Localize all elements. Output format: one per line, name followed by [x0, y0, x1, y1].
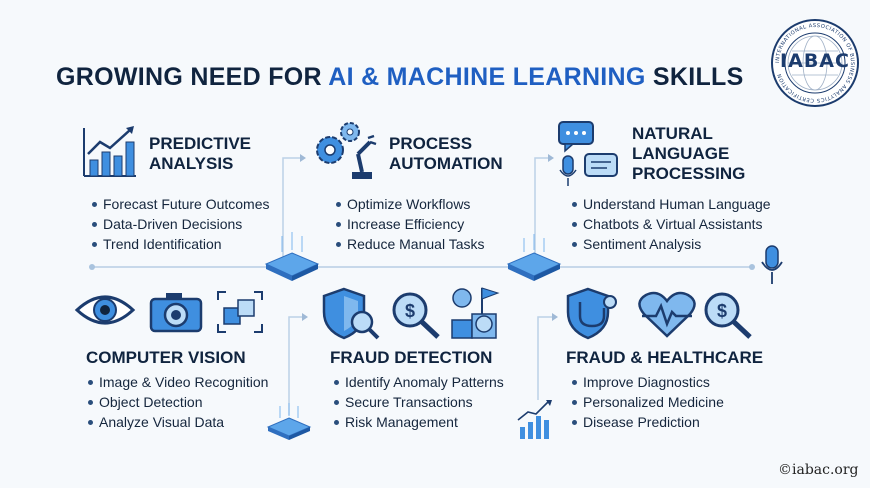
list-item: Risk Management	[332, 412, 504, 432]
growth-chart-icon	[83, 126, 136, 177]
chip-icon	[264, 232, 320, 281]
gears-robot-arm-icon	[316, 122, 377, 179]
process-automation-list: Optimize Workflows Increase Efficiency R…	[334, 194, 484, 254]
svg-text:$: $	[717, 301, 727, 321]
title-highlight: AI & MACHINE LEARNING	[328, 63, 646, 91]
list-item: Identify Anomaly Patterns	[332, 372, 504, 392]
watermark: ©iabac.org	[778, 462, 859, 478]
section-title-computer-vision: COMPUTER VISION	[86, 348, 246, 367]
list-item: Data-Driven Decisions	[90, 214, 270, 234]
nlp-list: Understand Human Language Chatbots & Vir…	[570, 194, 771, 254]
iabac-logo: INTERNATIONAL ASSOCIATION OF BUSINESS AN…	[771, 19, 859, 107]
list-item: Improve Diagnostics	[570, 372, 724, 392]
list-item: Personalized Medicine	[570, 392, 724, 412]
section-title-natural-language-processing: NATURAL LANGUAGE PROCESSING	[632, 124, 746, 183]
object-detection-cubes-icon	[217, 291, 263, 333]
shield-stethoscope-icon	[566, 287, 617, 340]
title-part-1: GROWING NEED FOR	[56, 63, 329, 91]
list-item: Object Detection	[86, 392, 268, 412]
fraud-detection-list: Identify Anomaly Patterns Secure Transac…	[332, 372, 504, 432]
logo-text: IABAC	[780, 50, 850, 72]
list-item: Secure Transactions	[332, 392, 504, 412]
list-item: Trend Identification	[90, 234, 270, 254]
computer-vision-list: Image & Video Recognition Object Detecti…	[86, 372, 268, 432]
list-item: Increase Efficiency	[334, 214, 484, 234]
list-item: Reduce Manual Tasks	[334, 234, 484, 254]
svg-text:$: $	[405, 301, 415, 321]
chip-icon	[506, 234, 562, 281]
list-item: Chatbots & Virtual Assistants	[570, 214, 771, 234]
predictive-analysis-list: Forecast Future Outcomes Data-Driven Dec…	[90, 194, 270, 254]
list-item: Sentiment Analysis	[570, 234, 771, 254]
fraud-healthcare-list: Improve Diagnostics Personalized Medicin…	[570, 372, 724, 432]
chat-bubbles-microphone-icon	[558, 121, 618, 186]
magnifier-dollar-icon: $	[704, 292, 752, 339]
list-item: Analyze Visual Data	[86, 412, 268, 432]
list-item: Optimize Workflows	[334, 194, 484, 214]
list-item: Forecast Future Outcomes	[90, 194, 270, 214]
section-title-fraud-detection: FRAUD DETECTION	[330, 348, 493, 367]
list-item: Image & Video Recognition	[86, 372, 268, 392]
title-part-3: SKILLS	[645, 63, 744, 91]
page-title: GROWING NEED FOR AI & MACHINE LEARNING S…	[56, 63, 756, 92]
list-item: Disease Prediction	[570, 412, 724, 432]
section-title-fraud-healthcare: FRAUD & HEALTHCARE	[566, 348, 764, 367]
camera-icon	[149, 293, 203, 333]
eye-icon	[74, 295, 136, 325]
shield-magnifier-icon	[322, 287, 380, 340]
magnifier-dollar-icon: $	[392, 292, 440, 339]
microphone-icon	[761, 245, 783, 284]
list-item: Understand Human Language	[570, 194, 771, 214]
section-title-process-automation: PROCESS AUTOMATION	[389, 134, 503, 173]
chip-icon	[266, 403, 312, 440]
coins-flag-icon	[451, 287, 500, 339]
mini-bar-chart-icon	[517, 400, 552, 439]
heart-pulse-icon	[638, 291, 696, 338]
section-title-predictive-analysis: PREDICTIVE ANALYSIS	[149, 134, 252, 173]
